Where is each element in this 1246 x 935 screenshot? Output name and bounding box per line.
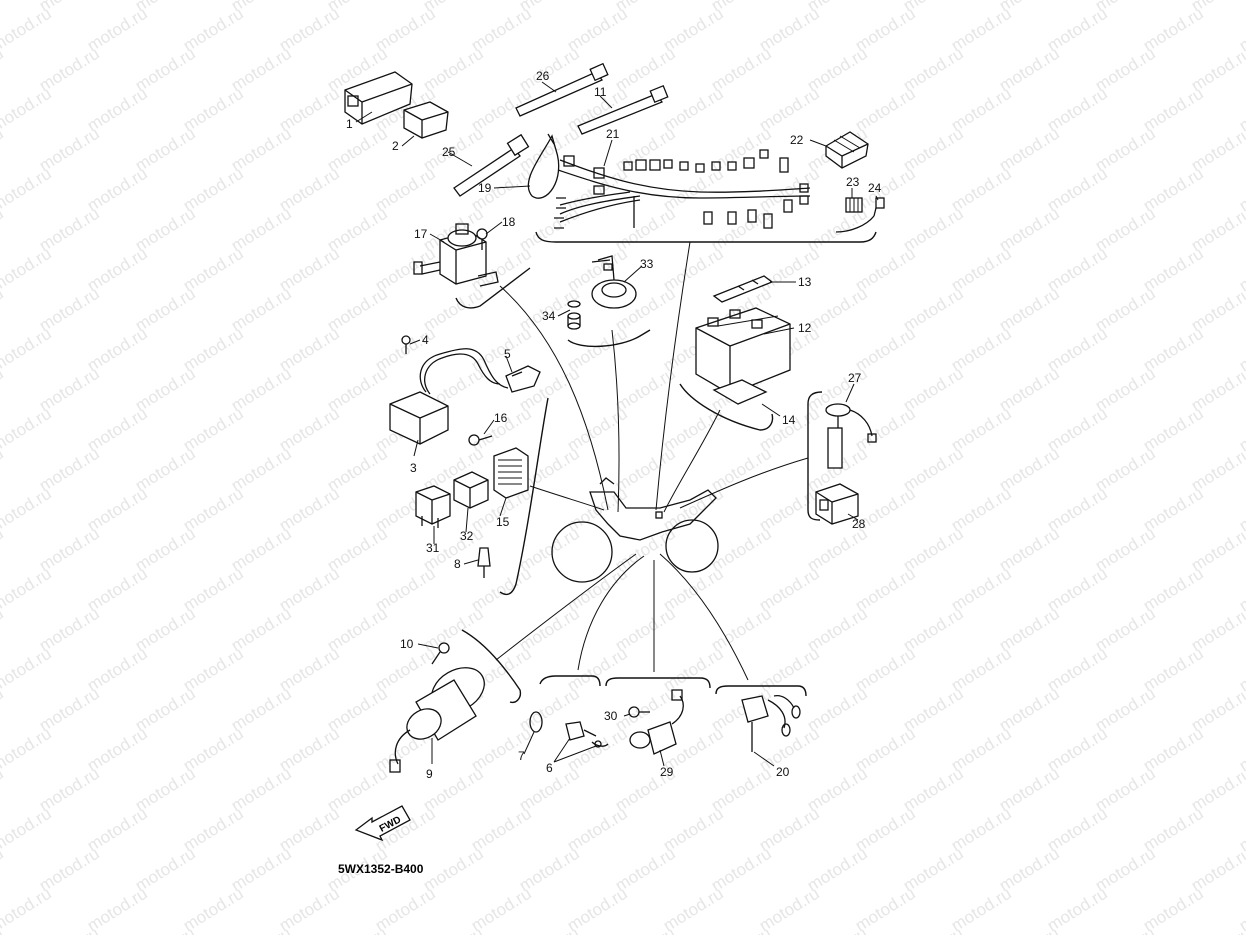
callouts: 1 2 3 4 5 6 7 8 9 10 11 12 13 14 15 16 1… — [346, 69, 882, 781]
callout-4: 4 — [422, 333, 429, 347]
part-30-bolt[interactable] — [628, 706, 650, 718]
part-22-relay[interactable] — [825, 131, 869, 169]
part-17-main-switch[interactable] — [413, 223, 499, 287]
part-2-connector[interactable] — [403, 101, 449, 139]
callout-27: 27 — [848, 371, 862, 385]
callout-9: 9 — [426, 767, 433, 781]
part-3-ignition-coil[interactable] — [389, 348, 509, 445]
part-20-switch-lead[interactable] — [741, 694, 801, 752]
part-7-o-ring[interactable] — [529, 711, 543, 733]
connection-lines — [495, 241, 809, 681]
callout-29: 29 — [660, 765, 674, 779]
switch-group-bracket — [455, 267, 531, 309]
callout-21: 21 — [606, 127, 620, 141]
right-group-bracket — [807, 391, 823, 521]
callout-32: 32 — [460, 529, 474, 543]
part-23-fuse[interactable] — [845, 197, 863, 213]
callout-13: 13 — [798, 275, 812, 289]
callout-31: 31 — [426, 541, 440, 555]
callout-3: 3 — [410, 461, 417, 475]
callout-14: 14 — [782, 413, 796, 427]
part-8-sensor[interactable] — [477, 547, 491, 578]
callout-25: 25 — [442, 145, 456, 159]
battery-group-bracket — [679, 383, 774, 431]
callout-1: 1 — [346, 117, 353, 131]
callout-34: 34 — [542, 309, 556, 323]
callout-20: 20 — [776, 765, 790, 779]
callout-8: 8 — [454, 557, 461, 571]
callout-19: 19 — [478, 181, 492, 195]
part-26-cable-tie[interactable] — [515, 62, 609, 117]
callout-6: 6 — [546, 761, 553, 775]
part-11-cable-tie[interactable] — [577, 84, 669, 135]
horn-group-bracket — [567, 329, 651, 348]
part-13-battery-band[interactable] — [712, 275, 774, 303]
part-31-starter-relay[interactable] — [415, 485, 451, 528]
sensor-group-bracket — [605, 677, 711, 689]
callout-5: 5 — [504, 347, 511, 361]
fwd-arrow-icon: FWD — [354, 805, 411, 842]
part-9-starter-motor[interactable] — [389, 659, 492, 773]
callout-12: 12 — [798, 321, 812, 335]
part-27-fuel-sender[interactable] — [825, 403, 877, 469]
part-16-screw[interactable] — [468, 434, 493, 446]
motorcycle-silhouette — [551, 477, 719, 583]
part-28-connector[interactable] — [815, 483, 859, 525]
electrical-left-group-bracket — [499, 397, 549, 596]
callout-28: 28 — [852, 517, 866, 531]
part-15-rectifier[interactable] — [493, 447, 529, 499]
part-12-battery[interactable] — [695, 307, 791, 395]
part-33-horn[interactable] — [591, 255, 637, 309]
part-19-band[interactable] — [527, 133, 560, 199]
part-21-wire-harness[interactable] — [554, 149, 811, 229]
starter-group-bracket — [461, 629, 522, 704]
callout-17: 17 — [414, 227, 428, 241]
callout-23: 23 — [846, 175, 860, 189]
part-14-battery-damper[interactable] — [712, 379, 768, 405]
callout-11: 11 — [594, 85, 607, 99]
part-32-relay[interactable] — [453, 471, 489, 509]
part-5-plug-cap[interactable] — [505, 365, 541, 393]
part-24-fuse-holder[interactable] — [835, 197, 885, 233]
part-6-neutral-switch[interactable] — [565, 721, 609, 748]
callout-2: 2 — [392, 139, 399, 153]
harness-group-bracket — [535, 231, 877, 243]
callout-33: 33 — [640, 257, 654, 271]
part-34-spring-washer[interactable] — [567, 300, 581, 330]
callout-15: 15 — [496, 515, 510, 529]
callout-7: 7 — [518, 749, 525, 763]
part-18-screw[interactable] — [476, 228, 488, 250]
callout-16: 16 — [494, 411, 508, 425]
callout-22: 22 — [790, 133, 804, 147]
callout-24: 24 — [868, 181, 882, 195]
neutral-group-bracket — [539, 675, 601, 687]
callout-10: 10 — [400, 637, 414, 651]
callout-leaders — [355, 81, 879, 767]
part-1-cdi-unit[interactable] — [344, 71, 413, 125]
part-4-bolt[interactable] — [401, 335, 411, 354]
callout-26: 26 — [536, 69, 550, 83]
part-29-sensor[interactable] — [629, 689, 684, 755]
lead-group-bracket — [715, 685, 807, 697]
callout-18: 18 — [502, 215, 516, 229]
part-10-screw[interactable] — [431, 642, 450, 665]
callout-30: 30 — [604, 709, 618, 723]
part-25-cable-tie[interactable] — [453, 133, 530, 197]
diagram-code: 5WX1352-B400 — [338, 862, 424, 876]
